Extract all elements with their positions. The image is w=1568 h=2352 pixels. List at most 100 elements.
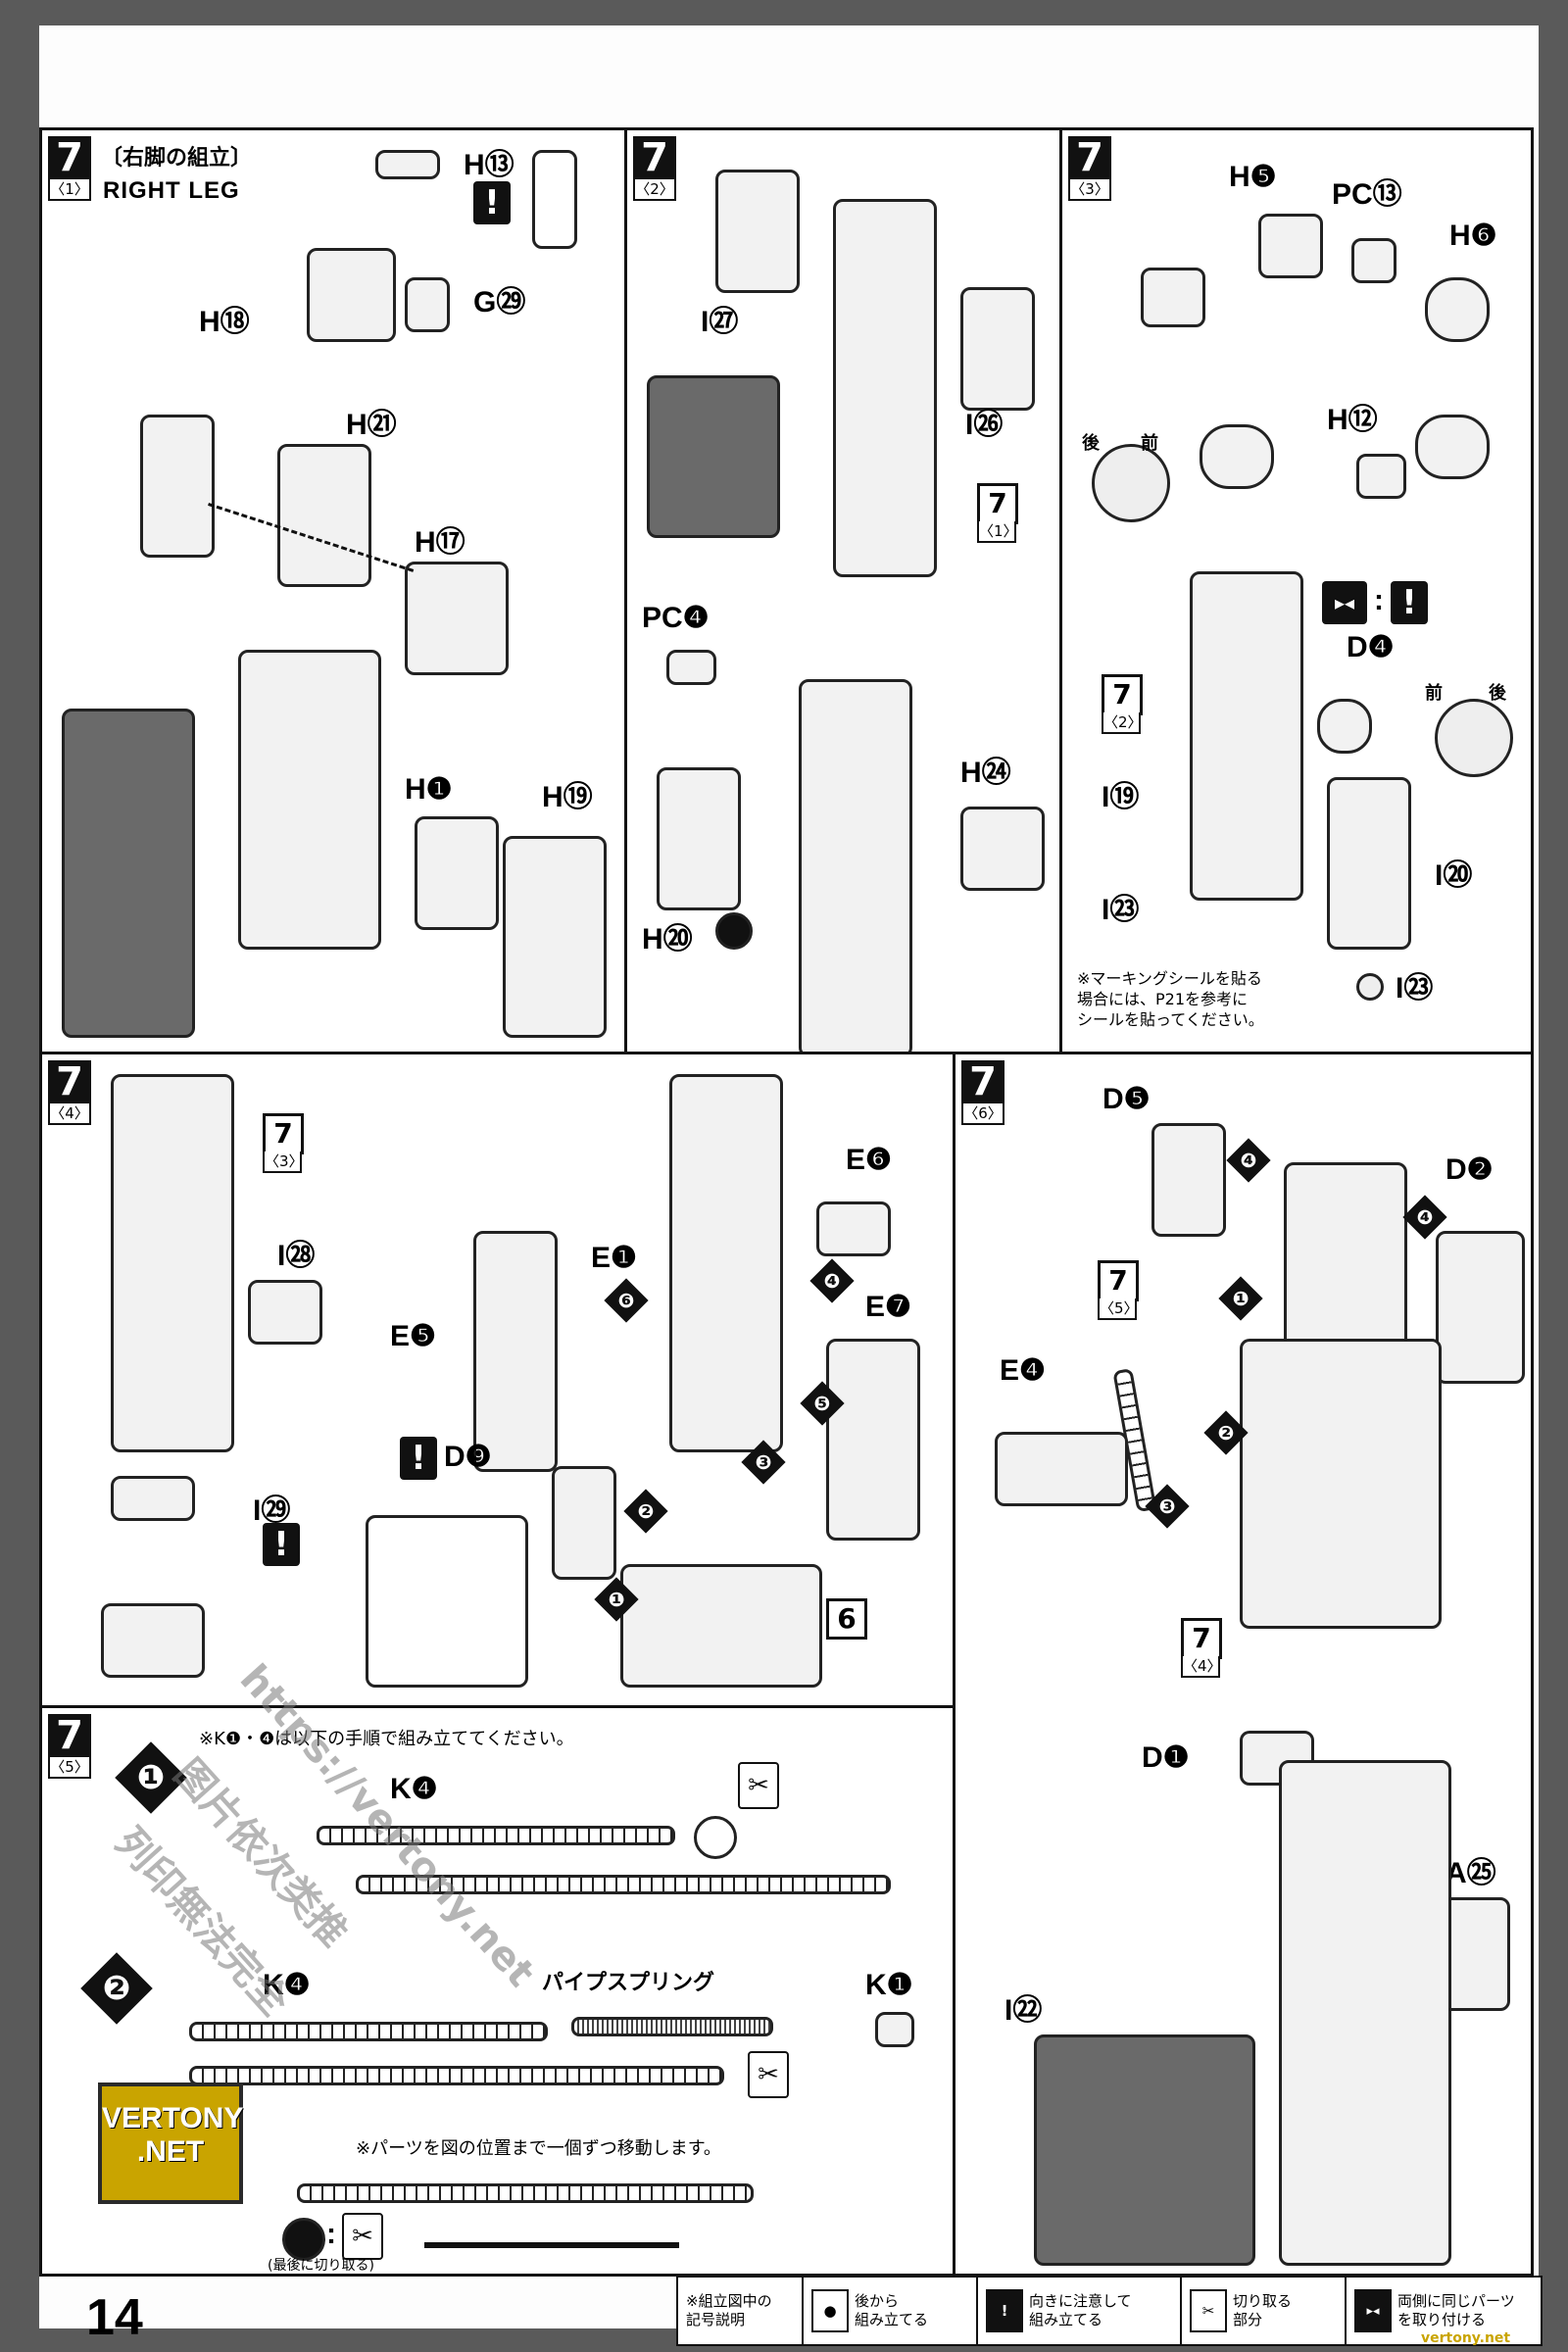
part-e7-illustration — [826, 1339, 920, 1541]
part-label: K❹ — [263, 1969, 311, 2001]
part-label: H⑲ — [542, 781, 593, 813]
part-pc4-illustration — [666, 650, 716, 685]
sequence-marker: ❶ — [1218, 1276, 1263, 1321]
leg-assembly-step4-illustration — [111, 1074, 234, 1452]
ref-step-sub: 〈5〉 — [1098, 1298, 1139, 1320]
part-label: I㉓ — [1102, 894, 1140, 926]
step-substep: 〈5〉 — [48, 1757, 91, 1779]
step-substep: 〈1〉 — [48, 179, 91, 201]
part-label: I㉘ — [277, 1240, 316, 1272]
part-label: PC⑬ — [1332, 178, 1402, 211]
ref-step-sub: 〈1〉 — [977, 521, 1018, 543]
orientation-dial-back-front — [1092, 444, 1170, 522]
dir-back-label: 後 — [1489, 683, 1506, 703]
both-sides-icon: ▸◂ — [1354, 2289, 1392, 2332]
ref-step-box: 7 — [263, 1113, 304, 1154]
both-sides-icon: ▸◂ — [1322, 581, 1367, 624]
part-label: I⑲ — [1102, 781, 1140, 813]
part-h13-illustration — [375, 150, 440, 179]
sequence-marker: ❸ — [741, 1440, 786, 1485]
step-substep: 〈6〉 — [961, 1103, 1004, 1125]
part-h21-illustration — [277, 444, 371, 587]
assembly-order-note: ※K❶・❹は以下の手順で組み立ててください。 — [199, 1729, 574, 1749]
part-label: I㉓ — [1396, 972, 1434, 1004]
part-h6-illustration — [1425, 277, 1490, 342]
leg-frame-illustration — [238, 650, 381, 950]
move-arrow — [424, 2242, 679, 2248]
later-assembly-icon: ● — [811, 2289, 849, 2332]
part-label: H⑱ — [199, 306, 250, 338]
part-label: H⑳ — [642, 923, 693, 956]
cut-icon: ✂ — [738, 1762, 779, 1809]
ref-step-sub: 〈3〉 — [263, 1152, 304, 1173]
inner-frame-detail-illustration — [62, 709, 195, 1038]
part-label: K❹ — [390, 1773, 438, 1805]
upper-leg-step4-illustration — [669, 1074, 783, 1452]
part-e6-illustration — [816, 1201, 891, 1256]
step-7-4-panel: 7 〈4〉 7 〈3〉 I㉘ I㉙ ! E❶ E❻ E❺ E❼ ! D❾ 6 ❶… — [39, 1052, 956, 1708]
part-label: D❾ — [444, 1441, 492, 1473]
symbol-legend: ※組立図中の 記号説明 ● 後から 組み立てる ! 向きに注意して 組み立てる … — [676, 2276, 1543, 2346]
step-7-3-panel: 7 〈3〉 H❺ PC⑬ H❻ H⑫ 後 前 7 〈2〉 ▸◂ : ! D❹ 前… — [1059, 127, 1534, 1054]
dir-back-label: 後 — [1082, 433, 1100, 453]
part-label: K❶ — [865, 1969, 913, 2001]
cut-last-note: (最後に切り取る) — [268, 2258, 374, 2274]
sequence-marker: ❹ — [1226, 1138, 1271, 1183]
k4-runner-illustration — [189, 2022, 548, 2041]
knee-cap-illustration — [1415, 415, 1490, 479]
part-label: I㉖ — [965, 409, 1004, 441]
part-i28-illustration — [248, 1280, 322, 1345]
step-7-5-panel: 7 〈5〉 ※K❶・❹は以下の手順で組み立ててください。 ❶ K❹ ✂ ❷ K❹… — [39, 1705, 956, 2277]
joint-detail-illustration — [1141, 268, 1205, 327]
leg-with-foot-step6-illustration — [1240, 1339, 1442, 1629]
step-7-2-panel: 7 〈2〉 I㉗ I㉖ 7 〈1〉 PC❹ H⑳ H㉔ — [624, 127, 1062, 1057]
step-number: 7 — [48, 1714, 91, 1757]
part-k1-illustration — [875, 2012, 914, 2047]
cut-icon: ✂ — [342, 2213, 383, 2260]
completed-leg-illustration — [1279, 1760, 1451, 2266]
assembly-subframe-illustration — [140, 415, 215, 558]
legend-item: ! 向きに注意して 組み立てる — [978, 2278, 1182, 2344]
later-assembly-icon — [715, 912, 753, 950]
part-label: D❹ — [1347, 631, 1395, 663]
assembled-hose-illustration — [297, 2183, 754, 2203]
part-g29-illustration — [405, 277, 450, 332]
part-label: E❺ — [390, 1320, 436, 1352]
step-number: 7 — [961, 1060, 1004, 1103]
part-h12-illustration — [1356, 454, 1406, 499]
dir-front-label: 前 — [1425, 683, 1443, 703]
sequence-marker: ❷ — [623, 1489, 668, 1534]
sequence-marker: ❷ — [1203, 1410, 1249, 1455]
step-badge: 7 〈5〉 — [48, 1714, 91, 1779]
ref-step-box: 7 — [1181, 1618, 1222, 1659]
ref-step-sub: 〈4〉 — [1181, 1656, 1222, 1678]
sequence-marker: ❶ — [594, 1577, 639, 1622]
leg-lower-assembly-illustration — [799, 679, 912, 1057]
part-label: E❼ — [865, 1291, 911, 1323]
step-substep: 〈2〉 — [633, 179, 676, 201]
corner-tag: vertony.net — [1421, 2330, 1511, 2346]
part-pin-illustration — [532, 150, 577, 249]
part-d9-detail-illustration — [366, 1515, 528, 1688]
part-i27-illustration — [715, 170, 800, 293]
part-h19-illustration — [503, 836, 607, 1038]
step-badge: 7 〈1〉 — [48, 136, 91, 201]
part-e5-illustration — [473, 1231, 558, 1472]
cut-circle-icon — [694, 1816, 737, 1859]
k4-runner-illustration — [189, 2066, 724, 2085]
ref-step-box: 7 — [1098, 1260, 1139, 1301]
ref-step-box: 6 — [826, 1598, 867, 1640]
step-substep: 〈4〉 — [48, 1103, 91, 1125]
part-d5-illustration — [1152, 1123, 1226, 1237]
part-label: PC❹ — [642, 602, 710, 634]
legend-item: ● 後から 組み立てる — [804, 2278, 978, 2344]
warning-icon: ! — [263, 1523, 300, 1566]
colon: : — [1374, 584, 1384, 616]
part-label: H㉑ — [346, 409, 397, 441]
dir-front-label: 前 — [1141, 433, 1158, 453]
leg-upper-assembly-illustration — [833, 199, 937, 577]
part-label: H❺ — [1229, 161, 1277, 193]
part-label: I⑳ — [1435, 859, 1473, 892]
step-sequence-2: ❷ — [80, 1952, 153, 2025]
k4-runner-illustration — [317, 1826, 675, 1845]
